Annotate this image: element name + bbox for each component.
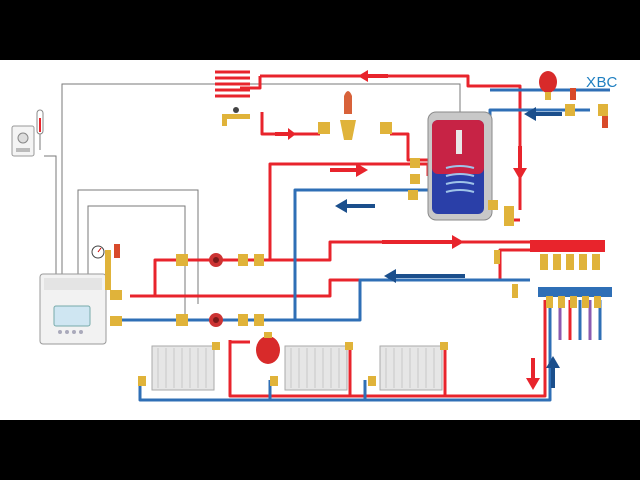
- arrow-hot-coil: [275, 128, 296, 140]
- thermostat-icon: [11, 125, 35, 157]
- cold-water-supply-label: ХВС: [586, 74, 618, 91]
- expansion-tank-icon: [256, 332, 280, 364]
- arrow-return-radiator-up: [546, 356, 560, 388]
- floor-heating-manifold: [540, 254, 602, 340]
- arrow-hot-top: [358, 70, 388, 82]
- radiator: [379, 342, 448, 391]
- pump-group-lower: [176, 313, 264, 327]
- tank-coil: [445, 165, 475, 193]
- arrow-return-manifold: [384, 269, 465, 283]
- radiator: [284, 342, 353, 391]
- flow-arrows: [275, 70, 562, 390]
- pressure-gauge-icon: [91, 244, 120, 290]
- pump-group-upper: [176, 253, 264, 267]
- arrow-hot-mid: [330, 163, 368, 177]
- arrow-hot-supply: [382, 235, 464, 249]
- scheme-canvas: [11, 70, 612, 402]
- return-pipes: [110, 88, 612, 402]
- letterbox-bottom: [0, 420, 640, 480]
- pump-icon: [209, 253, 223, 267]
- arrow-cold-in: [524, 107, 562, 121]
- dhw-tank: [427, 111, 493, 221]
- arrow-hot-radiator-down: [526, 358, 540, 390]
- arrow-return-tank: [335, 199, 375, 213]
- valve-icon: [110, 104, 608, 326]
- expansion-tank-icon: [539, 71, 557, 100]
- arrow-hot-down: [513, 146, 527, 180]
- manifold-return-valves: [546, 296, 601, 308]
- boiler: [39, 273, 107, 345]
- radiator: [151, 342, 220, 391]
- filter-icon: [340, 91, 356, 140]
- faucet-icon: [222, 107, 250, 126]
- radiator-bottom-valves: [138, 376, 376, 386]
- air-vent-icon: [570, 88, 608, 128]
- heating-scheme-diagram: ХВС: [0, 60, 640, 420]
- boiler-buttons: [58, 330, 83, 334]
- manifold-supply-valves: [540, 254, 600, 270]
- thermometer-icon: [36, 109, 44, 135]
- letterbox-top: [0, 0, 640, 60]
- pump-icon: [209, 313, 223, 327]
